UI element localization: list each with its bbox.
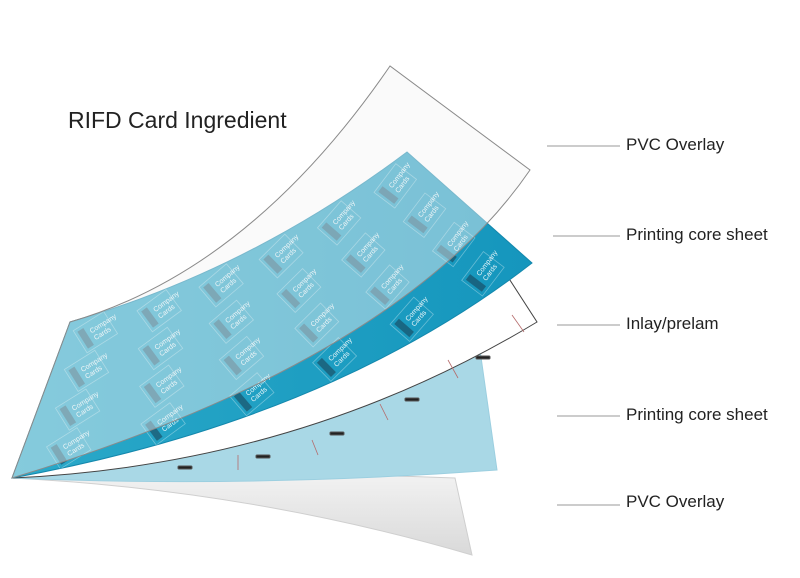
printed-card-tag xyxy=(281,288,301,309)
printed-card-frame xyxy=(45,427,92,470)
printed-card-frame xyxy=(258,233,304,279)
printed-card-frame xyxy=(389,296,434,342)
printed-card-tag xyxy=(345,254,366,273)
printed-card-tag xyxy=(233,391,253,412)
printed-card-tag xyxy=(299,323,319,343)
printed-card-frame xyxy=(312,336,358,382)
printed-card-frame xyxy=(72,311,119,354)
printed-card-frame xyxy=(373,163,418,209)
printed-card-tag xyxy=(316,357,336,378)
printed-card-frame xyxy=(198,263,244,308)
printed-card-frame xyxy=(431,221,476,268)
inlay-chip-modules xyxy=(177,355,491,470)
printed-card-frame xyxy=(139,364,185,408)
label-printing-core-sheet-bottom: Printing core sheet xyxy=(626,405,768,424)
top-pvc-overlay-sheet xyxy=(11,65,531,479)
printed-card-frame xyxy=(54,388,101,431)
inlay-antenna-lines xyxy=(237,314,525,470)
printed-card-frame xyxy=(276,268,322,313)
printed-card-tag xyxy=(68,366,86,388)
label-printing-core-sheet-top: Printing core sheet xyxy=(626,225,768,244)
printed-card-tag xyxy=(263,254,283,274)
label-pvc-overlay-bottom: PVC Overlay xyxy=(626,492,725,511)
printed-card-frame xyxy=(461,251,505,297)
printed-card-tag xyxy=(145,420,163,441)
printed-card-tag xyxy=(378,186,399,204)
top-printing-core-sheet xyxy=(11,151,533,479)
printed-card-tag xyxy=(370,286,390,305)
leader-lines xyxy=(547,145,620,506)
printed-card-frame xyxy=(218,335,265,381)
printed-card-frame xyxy=(229,372,275,417)
printed-card-tag xyxy=(321,222,342,241)
printed-card-tag xyxy=(213,319,232,340)
label-inlay-prelam: Inlay/prelam xyxy=(626,314,719,333)
printed-card-frame xyxy=(294,302,340,348)
printed-card-tag xyxy=(143,382,162,404)
printed-card-tag xyxy=(142,345,160,366)
printed-card-frame xyxy=(140,402,186,446)
printed-card-tag xyxy=(59,405,77,427)
printed-card-tag xyxy=(407,215,428,234)
diagram-title: RIFD Card Ingredient xyxy=(68,107,287,133)
printed-card-tag xyxy=(394,318,414,338)
printed-card-tag xyxy=(203,282,222,303)
printed-card-frame xyxy=(208,299,254,344)
printed-card-frame xyxy=(402,192,447,238)
printed-card-frame xyxy=(341,232,386,278)
bottom-pvc-overlay-sheet xyxy=(11,473,473,556)
printed-card-frame xyxy=(136,289,182,333)
printed-card-frame xyxy=(316,200,362,246)
printed-card-tag xyxy=(77,327,94,349)
printed-card-frame xyxy=(137,326,184,371)
printed-card-tag xyxy=(141,307,159,328)
printed-card-tag xyxy=(50,444,68,465)
printed-card-frame xyxy=(365,264,410,310)
printed-card-tag xyxy=(465,274,487,292)
label-pvc-overlay-top: PVC Overlay xyxy=(626,135,725,154)
printed-card-frame xyxy=(63,349,110,393)
printed-card-tag xyxy=(223,355,242,376)
